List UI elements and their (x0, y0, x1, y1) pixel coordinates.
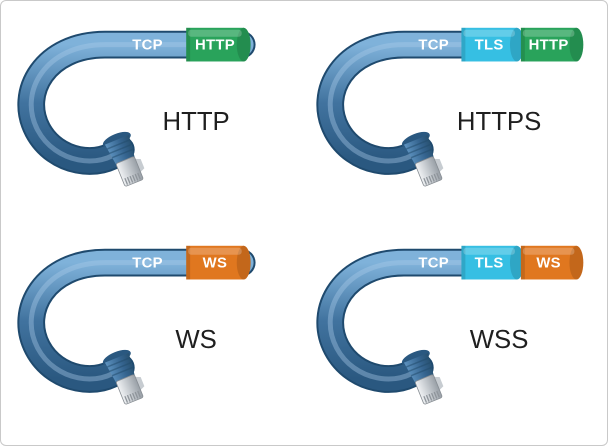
wss-diagram: TCP TLS WS WSS (316, 245, 584, 405)
protocol-segment: WS (186, 245, 251, 280)
segment-label: TLS (475, 38, 504, 54)
rj45-connector (102, 349, 145, 405)
plug-pins (124, 172, 141, 185)
segment-highlight (188, 29, 242, 37)
ws-diagram: TCP WS WS (17, 245, 256, 405)
segment-body (461, 245, 517, 280)
https-diagram: TCP TLS HTTP HTTPS (316, 27, 584, 187)
segment-left-shade (461, 27, 466, 62)
plug-pins (423, 390, 440, 403)
plug-body (116, 374, 144, 405)
boot-ribs (107, 357, 133, 377)
protocol-segment-tls: TLS (461, 27, 524, 62)
tcp-label: TCP (418, 256, 449, 272)
segment-body (186, 27, 244, 62)
plug-pins (124, 390, 141, 403)
segment-left-shade (520, 245, 525, 280)
plug-pins (423, 172, 440, 185)
diagram-cell-http: TCP HTTP HTTP (5, 5, 304, 223)
cable-highlight (28, 260, 245, 382)
segment-highlight (522, 247, 575, 255)
segment-body (461, 27, 517, 62)
cable-highlight (28, 42, 245, 164)
diagram-cell-ws: TCP WS WS (5, 223, 304, 441)
diagram-caption: WSS (470, 326, 529, 354)
tcp-label: TCP (132, 38, 163, 54)
segment-cap-shade (569, 27, 584, 62)
segment-cap (569, 245, 584, 280)
segment-label: HTTP (529, 38, 569, 54)
segment-label: TLS (475, 256, 504, 272)
ethernet-cable (19, 250, 254, 391)
protocol-segment-tls: TLS (461, 245, 524, 280)
segment-cap-shade (509, 245, 524, 280)
segment-body (520, 245, 577, 280)
rj45-connector (401, 349, 444, 405)
segment-highlight (522, 29, 575, 37)
segment-cap-shade (569, 245, 584, 280)
diagram-caption: WS (175, 326, 216, 354)
ethernet-cable (19, 32, 254, 173)
segment-cap-shade (509, 27, 524, 62)
diagram-cell-wss: TCP TLS WS WSS (304, 223, 603, 441)
protocol-segment-ws: WS (520, 245, 584, 280)
boot-ribs (406, 357, 432, 377)
segment-left-shade (461, 245, 466, 280)
segment-highlight (463, 29, 515, 37)
segment-left-shade (186, 245, 191, 280)
segment-left-shade (186, 27, 191, 62)
segment-highlight (188, 247, 242, 255)
diagram-caption: HTTPS (457, 108, 541, 136)
segment-highlight (463, 247, 515, 255)
tcp-label: TCP (132, 256, 163, 272)
tcp-label: TCP (418, 38, 449, 54)
rj45-connector (102, 131, 145, 187)
http-diagram: TCP HTTP HTTP (17, 27, 256, 187)
segment-cap (509, 27, 524, 62)
segment-cap (236, 27, 251, 62)
diagram-caption: HTTP (163, 108, 230, 136)
segment-body (186, 245, 244, 280)
segment-cap (236, 245, 251, 280)
segment-label: WS (203, 256, 228, 272)
ethernet-cable (318, 32, 540, 173)
plug-body (116, 156, 144, 187)
segment-cap-shade (236, 27, 251, 62)
segment-body (520, 27, 577, 62)
boot-ribs (107, 139, 133, 159)
segment-cap (509, 245, 524, 280)
ethernet-cable (318, 250, 540, 391)
cable-highlight (327, 260, 531, 382)
plug-body (415, 374, 443, 405)
rj45-connector (401, 131, 444, 187)
segment-cap (569, 27, 584, 62)
segment-cap-shade (236, 245, 251, 280)
protocol-segment-http: HTTP (520, 27, 584, 62)
plug-body (415, 156, 443, 187)
segment-label: HTTP (195, 38, 235, 54)
diagram-cell-https: TCP TLS HTTP HTTPS (304, 5, 603, 223)
segment-left-shade (520, 27, 525, 62)
segment-label: WS (536, 256, 561, 272)
cable-highlight (327, 42, 531, 164)
protocol-segment: HTTP (186, 27, 251, 62)
boot-ribs (406, 139, 432, 159)
